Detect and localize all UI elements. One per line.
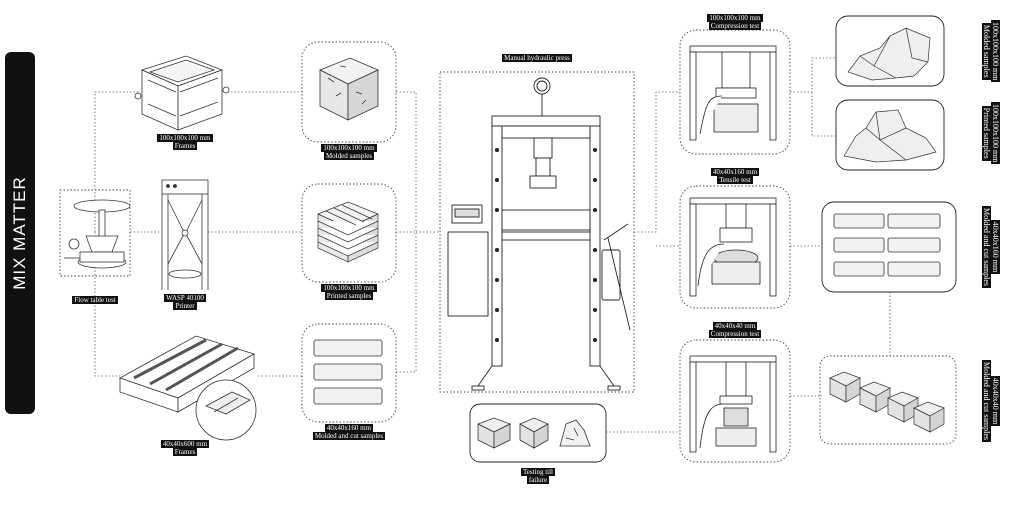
res-molded-drawing [847, 27, 931, 81]
comp-test-box [679, 29, 791, 155]
frame-prism-drawing [119, 335, 257, 441]
molded-cube-drawing [319, 57, 379, 121]
small-cubes-box [819, 355, 957, 445]
label-tensile-test: 40x40x160 mm Tensile test [710, 168, 760, 184]
res-prism-box [821, 201, 957, 293]
label-res-molded-cube: 100x100x100 mm Molded samples [982, 20, 1000, 83]
label-molded-cut: 40x40x160 mm Molded and cut samples [312, 424, 386, 440]
printed-cube-drawing [317, 201, 379, 263]
label-flow-table: Flow table test [72, 296, 118, 304]
res-prism-drawing [833, 213, 941, 277]
label-comp-test-big: 100x100x100 mm Compression test [707, 14, 763, 30]
small-comp-box [679, 339, 791, 463]
connector-press-comp [634, 91, 680, 233]
label-res-printed-cube: 100x100x100 mm Printed samples [982, 102, 1000, 165]
res-molded-box [835, 15, 945, 87]
molded-cut-drawing [313, 339, 383, 405]
label-frames-prism: 40x40x600 mm Frames [160, 440, 210, 456]
printed-cube-box [301, 183, 397, 283]
label-frames-cube: 100x100x100 mm Frames [157, 134, 213, 150]
connector-frames-cube [94, 91, 140, 232]
label-printed-cube: 100x100x100 mm Printed samples [321, 284, 377, 300]
testing-box [469, 403, 607, 463]
press-box [439, 71, 635, 393]
res-printed-drawing [843, 109, 937, 163]
molded-cut-box [301, 323, 397, 423]
molded-cube-box [301, 41, 397, 143]
comp-press-drawing [689, 45, 777, 141]
label-press: Manual hydraulic press [502, 54, 572, 62]
small-comp-press-drawing [689, 355, 777, 453]
label-molded-cube: 100x100x100 mm Molded samples [321, 144, 377, 160]
label-comp-test-small: 40x40x40 mm Compression test [708, 322, 762, 338]
label-res-prism: 40x40x160 mm Molded and cut samples [982, 206, 1000, 288]
connector-samples-to-press [396, 91, 440, 373]
press-drawing [447, 77, 631, 391]
tensile-test-box [679, 185, 791, 309]
res-small-cubes-drawing [829, 371, 945, 433]
brand-sidebar: MIX MATTER [5, 52, 35, 414]
connector-frames-prism [94, 232, 120, 377]
res-printed-box [835, 99, 945, 171]
flow-table-box [59, 189, 131, 277]
connector-comp-results [790, 57, 836, 137]
tensile-press-drawing [689, 197, 777, 297]
printer-drawing [161, 179, 209, 290]
label-res-small-cube: 40x40x40 mm Molded and cut samples [982, 360, 1000, 442]
label-testing: Testing till failure [520, 468, 556, 484]
frame-cube-drawing [134, 55, 230, 131]
flow-table-drawing [64, 199, 131, 269]
label-printer: WASP 40100 Printer [164, 294, 206, 310]
testing-samples-drawing [477, 417, 591, 449]
